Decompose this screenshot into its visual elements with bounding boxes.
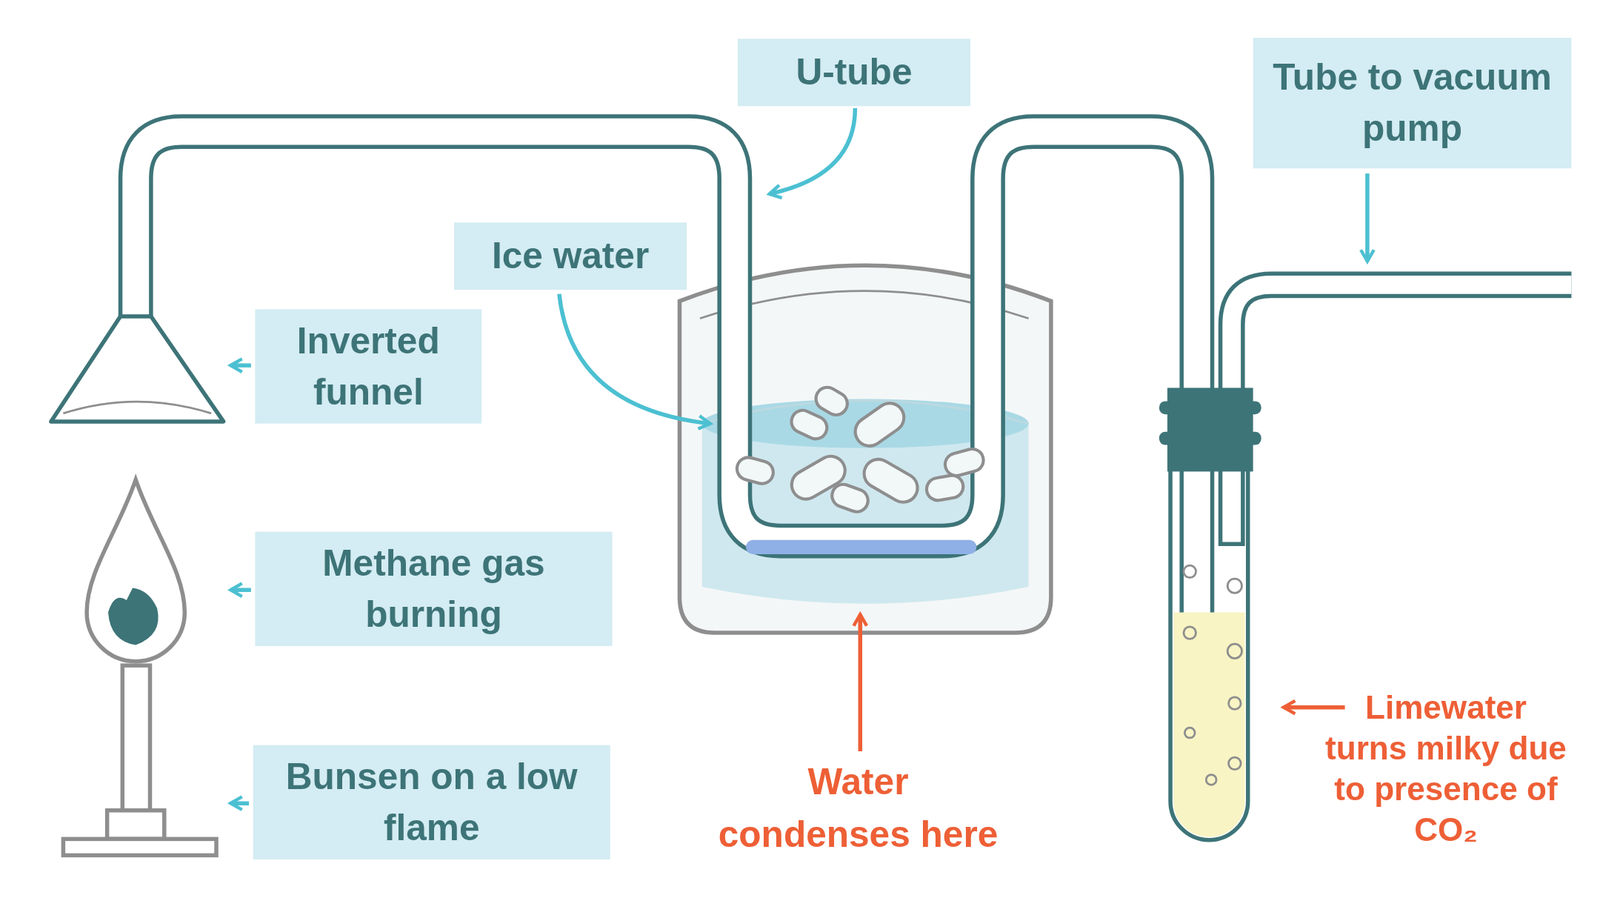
label-text: Inverted funnel	[271, 315, 466, 418]
delivery-tube	[135, 131, 1572, 764]
tube-label: Tube to vacuum pump	[1253, 37, 1572, 169]
inverted-funnel	[51, 316, 224, 422]
tube-label: U-tube	[737, 38, 971, 106]
burner-label: Bunsen on a low flame	[253, 745, 611, 860]
bunsen-burner	[62, 479, 217, 855]
label-text: Methane gas burning	[271, 537, 596, 640]
water-label: Ice water	[454, 222, 687, 290]
ice-cubes	[734, 382, 986, 515]
leader-arrows	[230, 108, 1368, 803]
label-text: U-tube	[795, 46, 912, 98]
label-text: Tube to vacuum pump	[1269, 51, 1556, 155]
flame-label: Methane gas burning	[254, 531, 612, 646]
label-text: Ice water	[491, 230, 649, 282]
callout-note: Limewater turns milky due to presence of…	[1322, 686, 1569, 850]
funnel-label: Inverted funnel	[254, 308, 482, 423]
test-tube	[1159, 387, 1262, 840]
callout-note: Water condenses here	[708, 754, 1007, 861]
label-text: Bunsen on a low flame	[269, 751, 595, 854]
